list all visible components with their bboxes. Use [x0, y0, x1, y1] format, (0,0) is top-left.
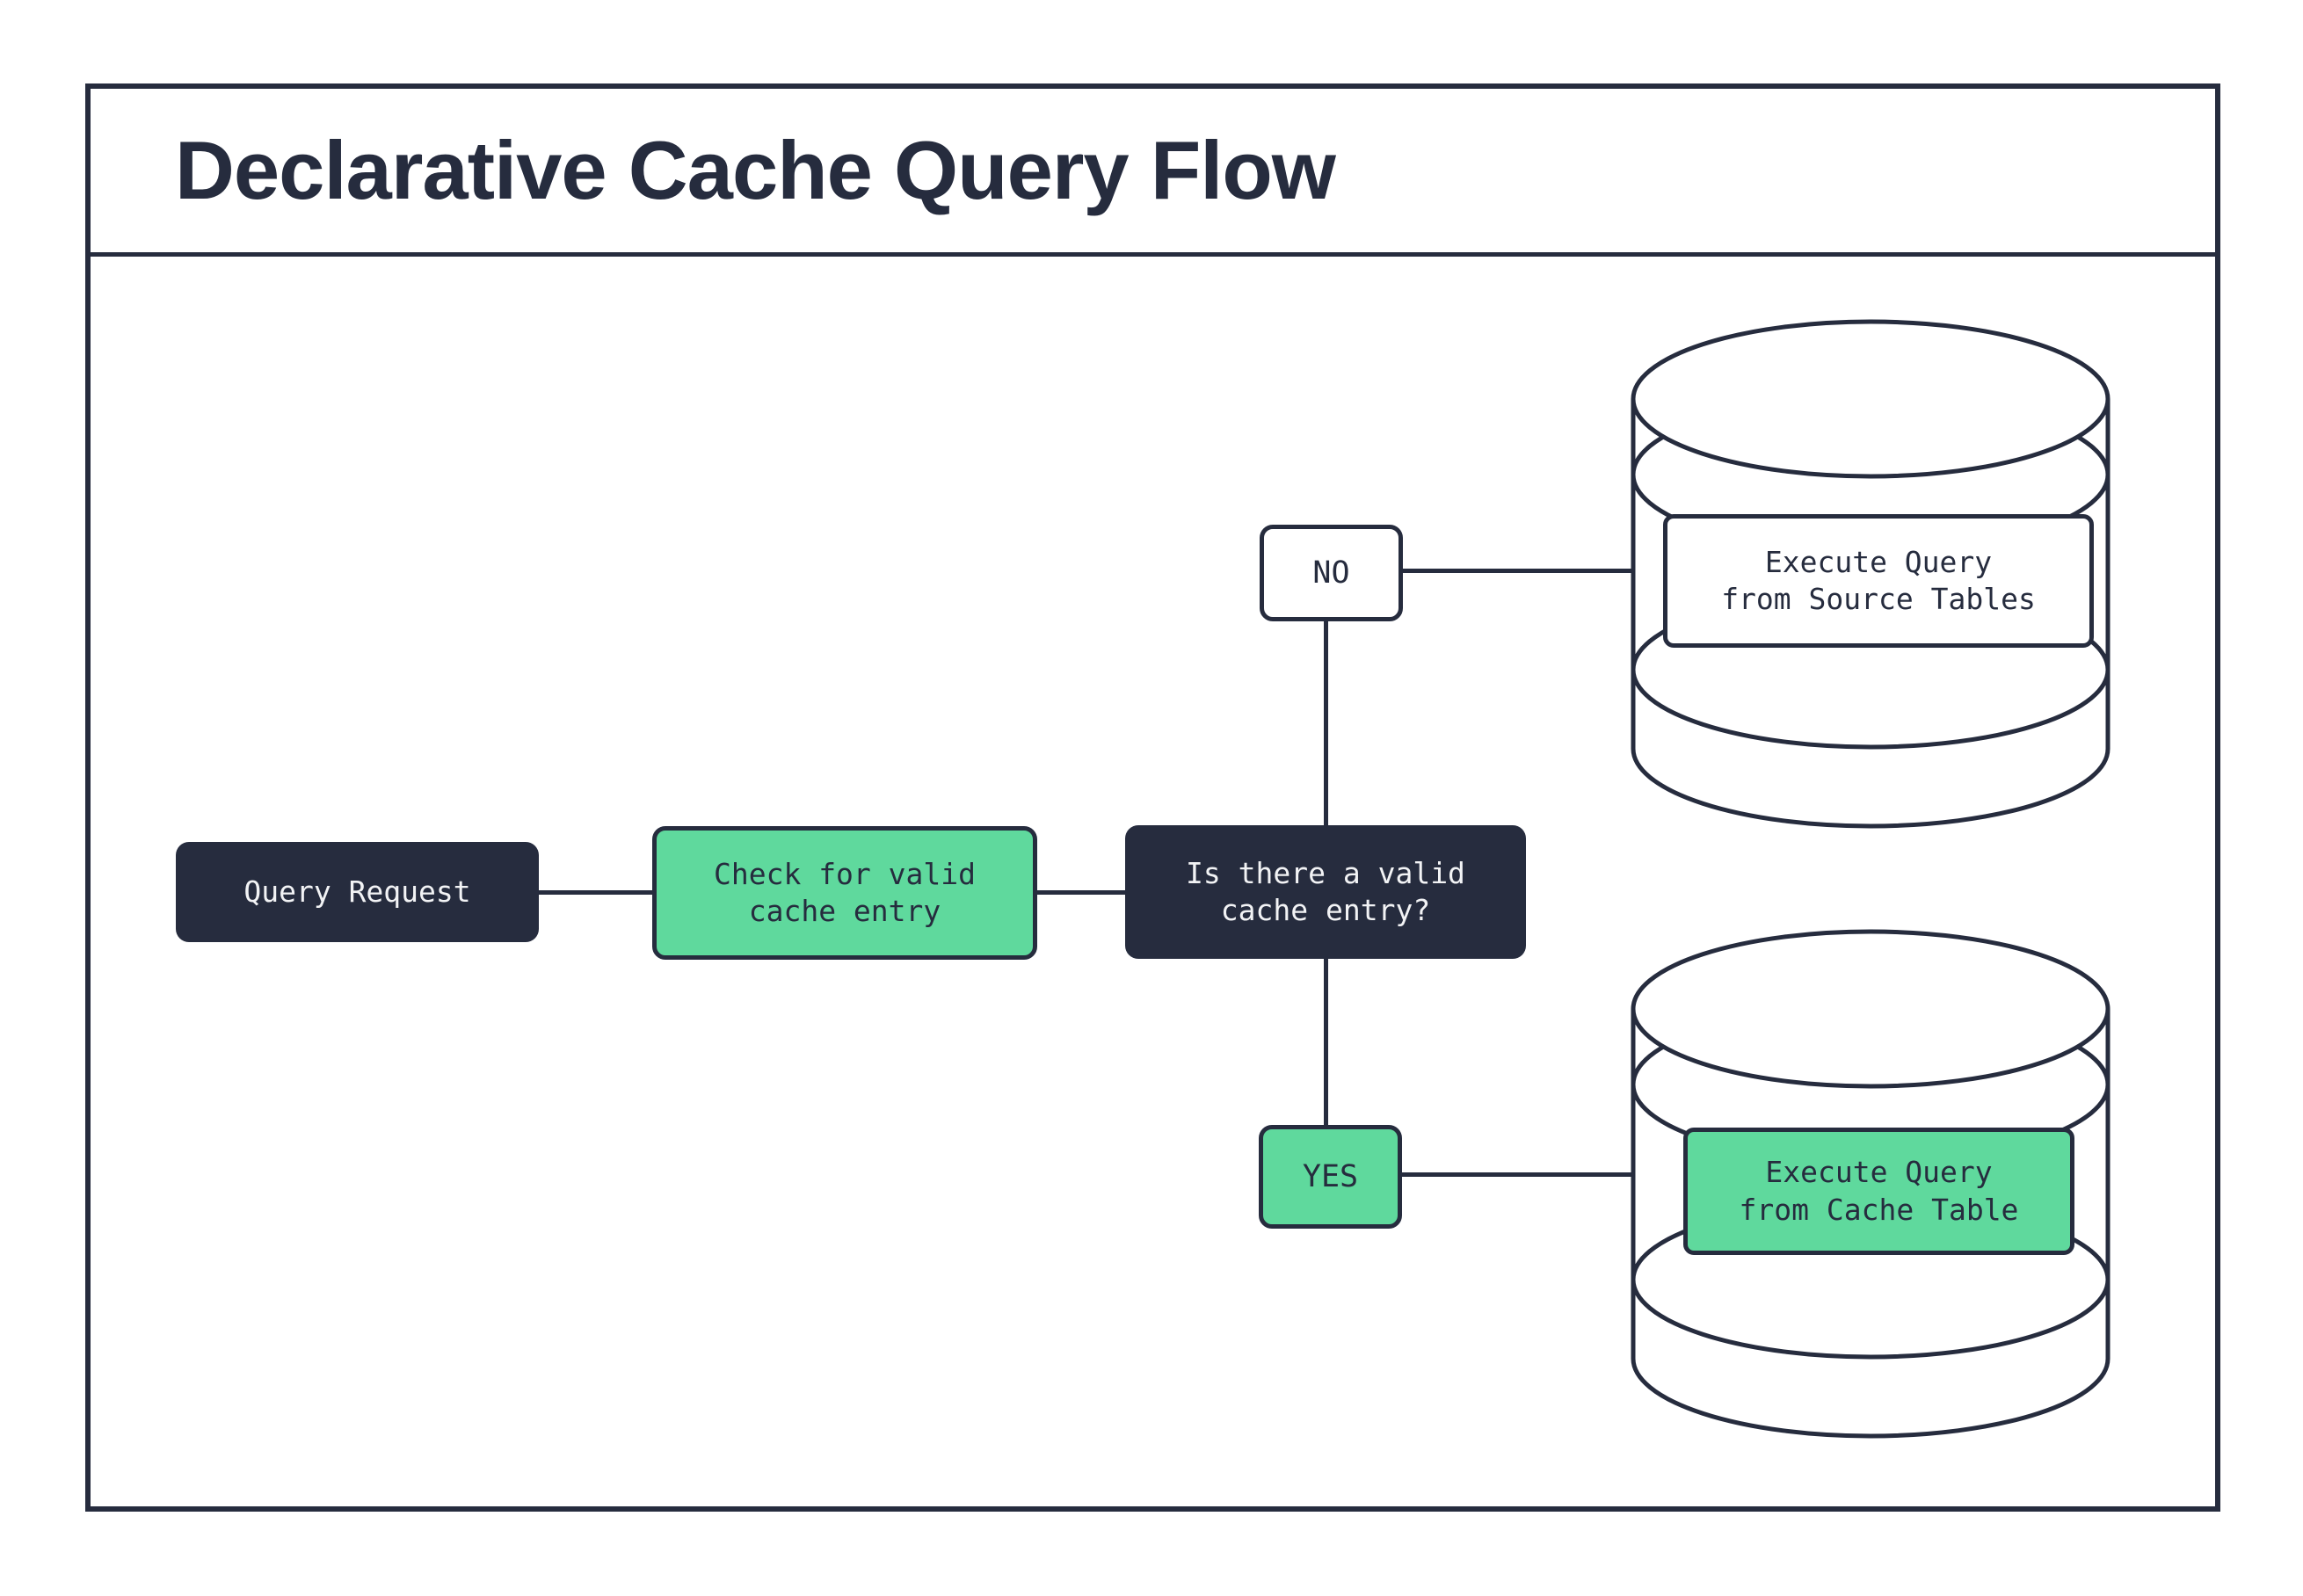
node-query-request: Query Request — [176, 842, 539, 942]
connector-no-to-source-db — [1403, 569, 1631, 573]
node-no-branch-label: NO — [1312, 555, 1350, 591]
node-check-cache: Check for valid cache entry — [652, 826, 1037, 960]
connector-query-to-check — [539, 890, 652, 895]
node-decision-line1: Is there a valid — [1186, 855, 1465, 890]
node-decision-line2: cache entry? — [1220, 893, 1431, 927]
diagram-header: Declarative Cache Query Flow — [85, 83, 2220, 257]
connector-decision-to-no — [1324, 621, 1328, 825]
connector-check-to-decision — [1037, 890, 1125, 895]
node-execute-cache-line2: from Cache Table — [1739, 1192, 2019, 1227]
connector-decision-to-yes — [1324, 959, 1328, 1125]
node-execute-source-tables: Execute Query from Source Tables — [1663, 514, 2094, 648]
node-execute-source-line1: Execute Query — [1764, 544, 1993, 579]
node-yes-branch-label: YES — [1302, 1158, 1359, 1194]
node-no-branch: NO — [1260, 525, 1403, 621]
node-check-cache-line2: cache entry — [748, 894, 941, 928]
connector-yes-to-cache-db — [1402, 1172, 1631, 1177]
node-yes-branch: YES — [1259, 1125, 1402, 1229]
node-execute-cache-table: Execute Query from Cache Table — [1683, 1128, 2074, 1255]
node-check-cache-line1: Check for valid — [713, 856, 976, 891]
node-execute-source-line2: from Source Tables — [1721, 582, 2036, 616]
node-query-request-label: Query Request — [243, 874, 471, 909]
node-decision-valid-cache: Is there a valid cache entry? — [1125, 825, 1526, 959]
page-title: Declarative Cache Query Flow — [175, 124, 1336, 216]
node-execute-cache-line1: Execute Query — [1765, 1155, 1993, 1190]
